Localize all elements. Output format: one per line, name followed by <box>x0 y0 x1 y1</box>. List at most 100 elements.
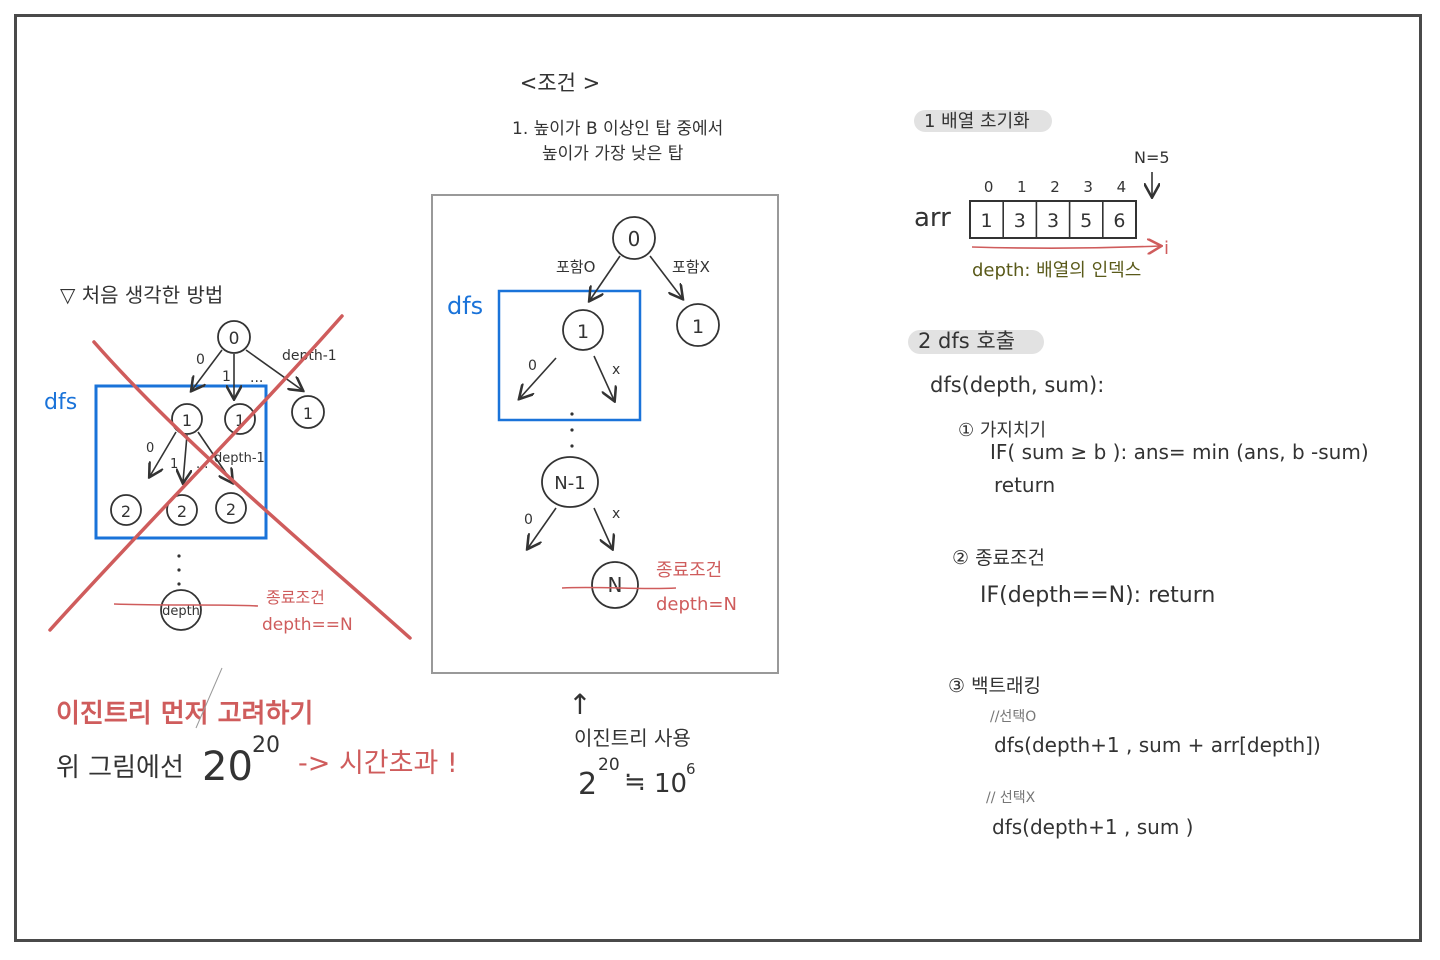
left-sub-edge-1 <box>183 434 187 482</box>
middle-sub-edge-o <box>520 357 557 398</box>
array-index-label: 4 <box>1117 178 1127 196</box>
pruning-if: IF( sum ≥ b ): ans= min (ans, b -sum) <box>990 440 1369 464</box>
left-vertical-dots <box>177 554 181 586</box>
conclusion-prefix: 위 그림에선 <box>56 753 184 783</box>
left-tree: ▽ 처음 생각한 방법 dfs 0 0 1 ... depth-1 1 1 1 … <box>44 283 412 640</box>
left-l2-label-c: 2 <box>226 500 236 519</box>
array-index-label: 1 <box>1017 178 1027 196</box>
middle-n1-label: N-1 <box>554 473 585 494</box>
middle-n1-edge-x <box>593 507 612 548</box>
middle-root-node <box>612 216 656 260</box>
condition-line-2: 높이가 가장 낮은 탑 <box>542 144 684 164</box>
left-sub-edge-last-label: depth-1 <box>214 451 265 466</box>
left-heading: ▽ 처음 생각한 방법 <box>60 283 223 307</box>
middle-n-label: N <box>608 573 623 597</box>
left-dfs-label: dfs <box>44 390 77 415</box>
step1-title: 1 배열 초기화 <box>924 111 1030 132</box>
left-edge-0-label: 0 <box>196 352 205 368</box>
middle-end-title: 종료조건 <box>656 560 722 581</box>
middle-sub-edge-o-label: 0 <box>528 358 537 374</box>
middle-exclude-label: 포함X <box>672 258 710 276</box>
left-edge-dots: ... <box>250 370 263 386</box>
middle-end-line <box>561 586 677 590</box>
middle-n1-edge-o <box>528 507 557 548</box>
left-l1-label-c: 1 <box>303 404 313 423</box>
choice-x-call: dfs(depth+1 , sum ) <box>992 815 1193 839</box>
middle-dfs-label: dfs <box>447 292 483 320</box>
left-dfs-box <box>94 384 268 540</box>
end-title: ② 종료조건 <box>952 547 1045 569</box>
middle-frame <box>431 194 779 674</box>
left-end-line <box>113 603 259 607</box>
binary-arrow: ↑ <box>568 688 591 721</box>
array-cell-value: 6 <box>1113 210 1125 232</box>
canvas-frame <box>14 14 1422 942</box>
binary-rhs-base: 10 <box>654 769 687 799</box>
left-l1-node-c <box>291 395 325 429</box>
middle-left-label: 1 <box>577 321 589 343</box>
array-cell-value: 3 <box>1047 210 1059 232</box>
dfs-signature: dfs(depth, sum): <box>930 373 1104 397</box>
binary-rhs-exp: 6 <box>686 760 696 778</box>
left-edge-last <box>245 349 302 390</box>
middle-vertical-dots <box>570 412 574 448</box>
conclusion-base: 20 <box>202 744 253 790</box>
middle-right-label: 1 <box>692 316 704 338</box>
middle-dfs-box <box>497 289 642 422</box>
left-l2-node-c <box>215 492 247 524</box>
conclusion-line-1: 이진트리 먼저 고려하기 <box>56 699 313 729</box>
conclusion-block: 이진트리 먼저 고려하기 위 그림에선 20 20 -> 시간초과 ! <box>56 667 458 790</box>
pruning-title: ① 가지치기 <box>958 420 1046 441</box>
left-l1-node-a <box>171 403 203 435</box>
left-depth-node <box>160 589 202 631</box>
conclusion-exp: 20 <box>252 733 280 758</box>
left-l2-label-b: 2 <box>177 502 187 521</box>
conclusion-slash <box>195 667 223 729</box>
binary-approx: ≒ <box>624 767 646 797</box>
step2-highlight <box>908 330 1044 354</box>
middle-sub-edge-x-label: x <box>612 362 620 378</box>
middle-right-node <box>676 303 720 347</box>
condition-line-1: 1. 높이가 B 이상인 탑 중에서 <box>512 119 723 139</box>
left-root-label: 0 <box>229 329 240 349</box>
array-cell-value: 1 <box>981 210 993 232</box>
left-l2-node-a <box>110 494 142 526</box>
left-sub-edge-1-label: 1 <box>170 457 178 472</box>
backtrack-title: ③ 백트래킹 <box>948 675 1041 697</box>
array-index-label: 0 <box>984 178 994 196</box>
choice-o-comment: //선택O <box>990 709 1036 725</box>
left-l1-label-b: 1 <box>235 411 245 430</box>
arr-label: arr <box>914 203 951 233</box>
middle-n1-edge-x-label: x <box>612 506 620 522</box>
array-index-label: 2 <box>1050 178 1060 196</box>
middle-end-cond: depth=N <box>656 594 737 615</box>
left-depth-label: depth <box>162 604 200 619</box>
middle-n-node <box>591 561 639 609</box>
step-dfs-call: 2 dfs 호출 dfs(depth, sum): ① 가지치기 IF( sum… <box>908 329 1369 839</box>
choice-o-call: dfs(depth+1 , sum + arr[depth]) <box>994 733 1321 757</box>
middle-tree: dfs 0 포함O 포함X 1 1 0 x N-1 0 x N 종료조건 dep… <box>431 194 779 674</box>
end-if: IF(depth==N): return <box>980 583 1215 608</box>
middle-root-label: 0 <box>628 227 641 251</box>
conclusion-suffix: -> 시간초과 ! <box>298 748 458 779</box>
left-root-node <box>217 320 251 354</box>
middle-n1-node <box>541 456 599 508</box>
left-edge-last-label: depth-1 <box>282 348 337 364</box>
middle-left-node <box>562 309 604 351</box>
left-edge-0 <box>192 349 223 390</box>
middle-exclude-edge <box>649 255 682 298</box>
middle-include-edge <box>590 255 621 300</box>
binary-label: 이진트리 사용 <box>574 726 691 750</box>
left-sub-edge-0 <box>150 431 177 476</box>
index-arrow <box>971 246 1160 248</box>
cross-out-stroke-2 <box>48 314 344 632</box>
binary-exp: 20 <box>598 755 620 775</box>
array-cell-value: 3 <box>1014 210 1026 232</box>
index-arrow-label: i <box>1164 238 1169 259</box>
array-cell-value: 5 <box>1080 210 1092 232</box>
step2-title: 2 dfs 호출 <box>918 329 1015 353</box>
